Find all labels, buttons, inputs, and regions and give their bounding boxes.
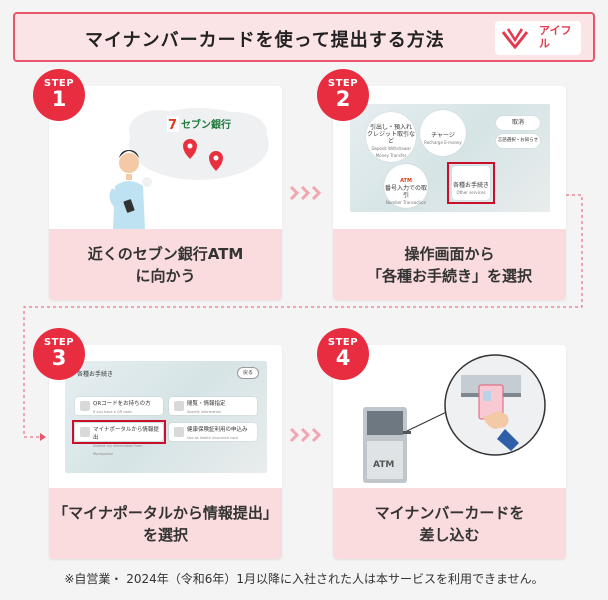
row-sublabel: If you have a QR code <box>93 410 132 414</box>
side-label: 取消 <box>511 119 524 126</box>
tile-label: 引出し・預入れ クレジット取引など <box>366 124 415 145</box>
step-number: 4 <box>335 346 351 370</box>
step-number: 2 <box>335 87 351 111</box>
tile-withdraw-deposit: 引出し・預入れ クレジット取引など Deposit Withdrawal Mon… <box>366 112 416 162</box>
row-label: マイナポータルから情報提出 <box>93 427 159 441</box>
id-card-icon <box>80 427 90 437</box>
qr-icon <box>80 401 90 411</box>
brand-logo: アイフル <box>495 21 581 55</box>
atm-card-insert-illustration: ATM <box>363 354 546 483</box>
tile-other-services: 各種お手続き Other services <box>452 166 490 200</box>
atm-label-text: ATM <box>373 460 394 470</box>
row-label: 健康保険証利用の申込み <box>187 427 248 433</box>
side-button-language: 言語選択・お知らせ <box>496 134 540 148</box>
caption-line: マイナンバーカードを <box>374 503 525 522</box>
back-button: 戻る <box>237 367 259 379</box>
sign-text: セブン銀行 <box>181 118 231 131</box>
tile-number-transaction: ATM 番号入力での取引 Number Transaction <box>384 164 428 208</box>
row-label: QRコードをお持ちの方 <box>93 401 151 407</box>
caption-line: 「各種お手続き」を選択 <box>366 266 532 285</box>
atm-menu-screen: 引出し・預入れ クレジット取引など Deposit Withdrawal Mon… <box>350 104 550 212</box>
step-caption-1: 近くのセブン銀行ATM に向かう <box>49 229 282 300</box>
screen-title: 各種お手続き <box>77 371 114 378</box>
step-card-3: 各種お手続き 戻る QRコードをお持ちの方 If you have a QR c… <box>49 345 282 559</box>
document-icon <box>174 401 184 411</box>
footnote: ※自営業・ 2024年（令和6年）1月以降に入社された人は本サービスを利用できま… <box>64 572 544 586</box>
step-caption-4: マイナンバーカードを 差し込む <box>333 488 566 559</box>
caption-line: 近くのセブン銀行ATM <box>87 244 244 263</box>
row-label: 閲覧・情報指定 <box>187 401 226 407</box>
atm-logo-text: ATM <box>400 178 412 184</box>
row-sublabel: Specify information <box>187 410 222 414</box>
tile-sublabel: Other services <box>456 190 486 195</box>
step-label: STEP <box>327 78 359 89</box>
tile-sublabel: Number Transaction <box>385 200 427 205</box>
page-title: マイナンバーカードを使って提出する方法 <box>85 30 445 51</box>
tile-charge: チャージ Recharge E-money <box>420 110 466 156</box>
brand-mark-icon <box>501 28 529 50</box>
tile-label: 各種お手続き <box>452 182 489 189</box>
row-health-insurance: 健康保険証利用の申込み Use as health insurance card <box>169 423 257 441</box>
highlight-frame <box>447 162 495 204</box>
caption-line: 「マイナポータルから情報提出」 <box>53 503 278 522</box>
tile-sublabel: Recharge E-money <box>424 140 462 145</box>
step-card-4: ATM マイナンバーカードを 差し込む <box>333 345 566 559</box>
next-arrow-icon <box>289 186 322 200</box>
step-badge-4: STEP 4 <box>317 328 369 380</box>
row-sublabel: Use as health insurance card <box>187 436 238 440</box>
next-arrow-icon <box>289 428 322 442</box>
highlight-frame <box>72 420 166 444</box>
step-number: 3 <box>51 346 67 370</box>
tile-label: チャージ <box>431 132 455 139</box>
tile-label: 番号入力での取引 <box>384 185 427 199</box>
step-badge-3: STEP 3 <box>33 328 85 380</box>
svg-text:7: 7 <box>168 118 177 133</box>
step-caption-3: 「マイナポータルから情報提出」 を選択 <box>49 488 282 559</box>
step-caption-2: 操作画面から 「各種お手続き」を選択 <box>333 229 566 300</box>
row-qr-code: QRコードをお持ちの方 If you have a QR code <box>75 397 163 415</box>
other-services-screen: 各種お手続き 戻る QRコードをお持ちの方 If you have a QR c… <box>65 361 267 473</box>
brand-name: アイフル <box>539 24 572 50</box>
side-button-cancel: 取消 <box>496 116 540 130</box>
row-view-info: 閲覧・情報指定 Specify information <box>169 397 257 415</box>
side-label: 言語選択・お知らせ <box>497 138 539 143</box>
row-mynaportal-submit: マイナポータルから情報提出 Submit my information from… <box>75 423 163 456</box>
step-label: STEP <box>43 78 75 89</box>
step-badge-1: STEP 1 <box>33 69 85 121</box>
step-card-2: 引出し・預入れ クレジット取引など Deposit Withdrawal Mon… <box>333 86 566 300</box>
row-sublabel: Submit my information from Mynaportal <box>93 444 143 456</box>
tile-sublabel: Deposit Withdrawal Money Transfer <box>371 146 411 158</box>
caption-line: 差し込む <box>419 525 480 544</box>
page-header: マイナンバーカードを使って提出する方法 アイフル <box>13 12 595 62</box>
caption-line: 操作画面から <box>404 244 495 263</box>
step-badge-2: STEP 2 <box>317 69 369 121</box>
step-number: 1 <box>51 87 67 111</box>
health-card-icon <box>174 427 184 437</box>
step-card-1: 7 セブン銀行 近くのセブン銀行ATM に向かう <box>49 86 282 300</box>
caption-line: に向かう <box>135 266 196 285</box>
caption-line: を選択 <box>142 525 188 544</box>
